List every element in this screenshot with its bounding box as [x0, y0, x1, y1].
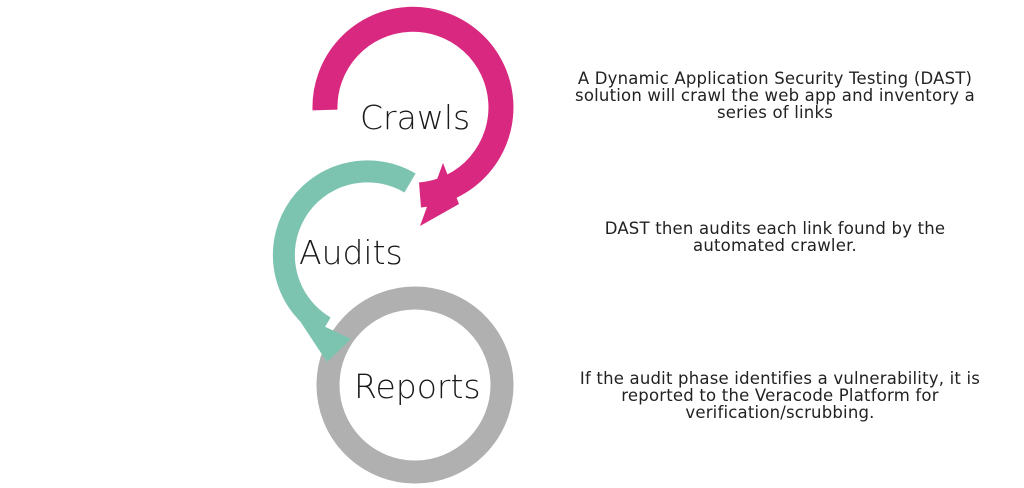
reports-description: If the audit phase identifies a vulnerab… — [579, 369, 981, 422]
audits-description: DAST then audits each link found by the … — [604, 219, 946, 255]
audits-label: Audits — [299, 233, 403, 272]
crawls-ring-arc — [312, 6, 514, 208]
reports-label: Reports — [354, 367, 481, 406]
crawls-label: Crawls — [360, 98, 470, 137]
audits-ring-arc — [272, 160, 416, 337]
reports-ring — [316, 286, 514, 484]
audits-arrow-head — [294, 312, 351, 362]
crawls-description: A Dynamic Application Security Testing (… — [575, 69, 975, 122]
crawls-arrow-head — [420, 163, 459, 226]
